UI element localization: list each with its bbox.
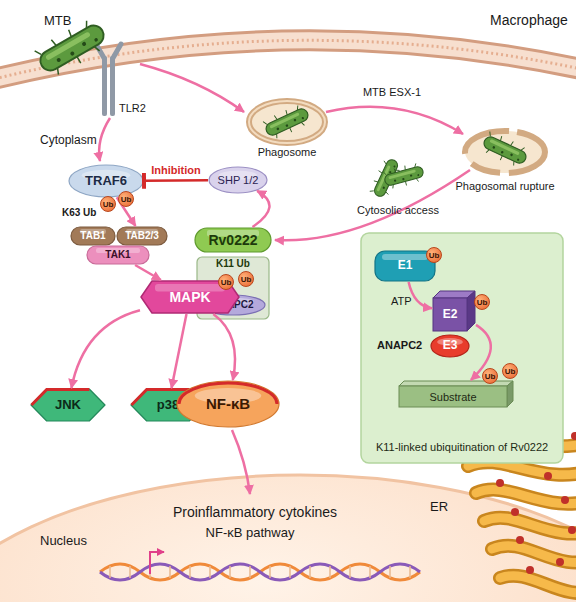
edge-label: Inhibition [151, 163, 200, 176]
ubiquitin-label: K63 Ub [62, 207, 96, 219]
node-text: TAK1 [105, 249, 130, 261]
ubiquitin-ball: Ub [100, 196, 116, 212]
enzyme-cube: E2 [432, 290, 476, 332]
organelle-label: Phagosome [258, 146, 317, 159]
event-label: Cytosolic access [357, 204, 439, 217]
node-text: E1 [398, 259, 413, 273]
event-label: Phagosomal rupture [455, 180, 554, 193]
ubiquitin-ball: Ub [118, 191, 134, 207]
ubiquitin-ball: Ub [218, 274, 234, 290]
ubiquitin-ball: Ub [502, 363, 518, 379]
edge-label: ATP [391, 294, 412, 307]
pathway-label: NF-κB pathway [206, 526, 295, 541]
factor-ellipse: NF-κB [176, 380, 280, 428]
node-text: E2 [443, 308, 458, 322]
node-text: K11 Ub [216, 258, 250, 270]
ubiquitin-ball: Ub [474, 294, 490, 310]
node-text: p38 [157, 398, 179, 413]
output-label: Proinflammatory cytokines [173, 504, 337, 520]
substrate-box: Substrate [398, 380, 514, 408]
cell-label: Macrophage [490, 12, 568, 28]
ubiquitin-ball: Ub [426, 247, 442, 263]
receptor-label: TLR2 [119, 102, 146, 115]
node-text: SHP 1/2 [218, 174, 259, 187]
node-text: TRAF6 [85, 174, 127, 189]
protein-ellipse: SHP 1/2 [208, 166, 268, 194]
ubiquitin-ball: Ub [482, 368, 498, 384]
protein-ellipse: TRAF6 [68, 164, 144, 198]
protein-pill: TAB2/3 [116, 226, 168, 246]
node-text: E3 [443, 339, 458, 353]
node-text: MAPK [169, 289, 210, 305]
compartment-label: Cytoplasm [40, 134, 97, 148]
node-text: TAB1 [80, 230, 105, 242]
ubiquitin-ball: Ub [238, 271, 254, 287]
node-text: NF-κB [206, 395, 250, 412]
arrow-connector [213, 314, 235, 380]
inhibition-connector [144, 179, 208, 182]
arrow-label: MTB ESX-1 [363, 86, 421, 99]
kinase-hexagon: JNK [30, 388, 106, 422]
arrow-connector [253, 191, 270, 227]
node-text: K11-linked ubiquitination of Rv0222 [376, 441, 548, 454]
node-text: Substrate [429, 391, 476, 404]
organism-label: MTB [44, 14, 71, 29]
arrow-connector [172, 314, 187, 388]
node-text: TAB2/3 [125, 230, 159, 242]
protein-label: ANAPC2 [377, 339, 422, 352]
ligase-ellipse: E3 [430, 334, 470, 358]
arrow-connector [71, 310, 140, 388]
protein-pill: TAB1 [70, 226, 116, 246]
node-text: JNK [55, 398, 81, 413]
compartment-label: Nucleus [40, 534, 87, 549]
node-text: Rv0222 [208, 232, 257, 248]
organelle-label: ER [430, 500, 448, 515]
protein-pill: TAK1 [86, 245, 150, 265]
arrow-connector [135, 265, 161, 280]
effector-pill: Rv0222 [194, 227, 272, 253]
